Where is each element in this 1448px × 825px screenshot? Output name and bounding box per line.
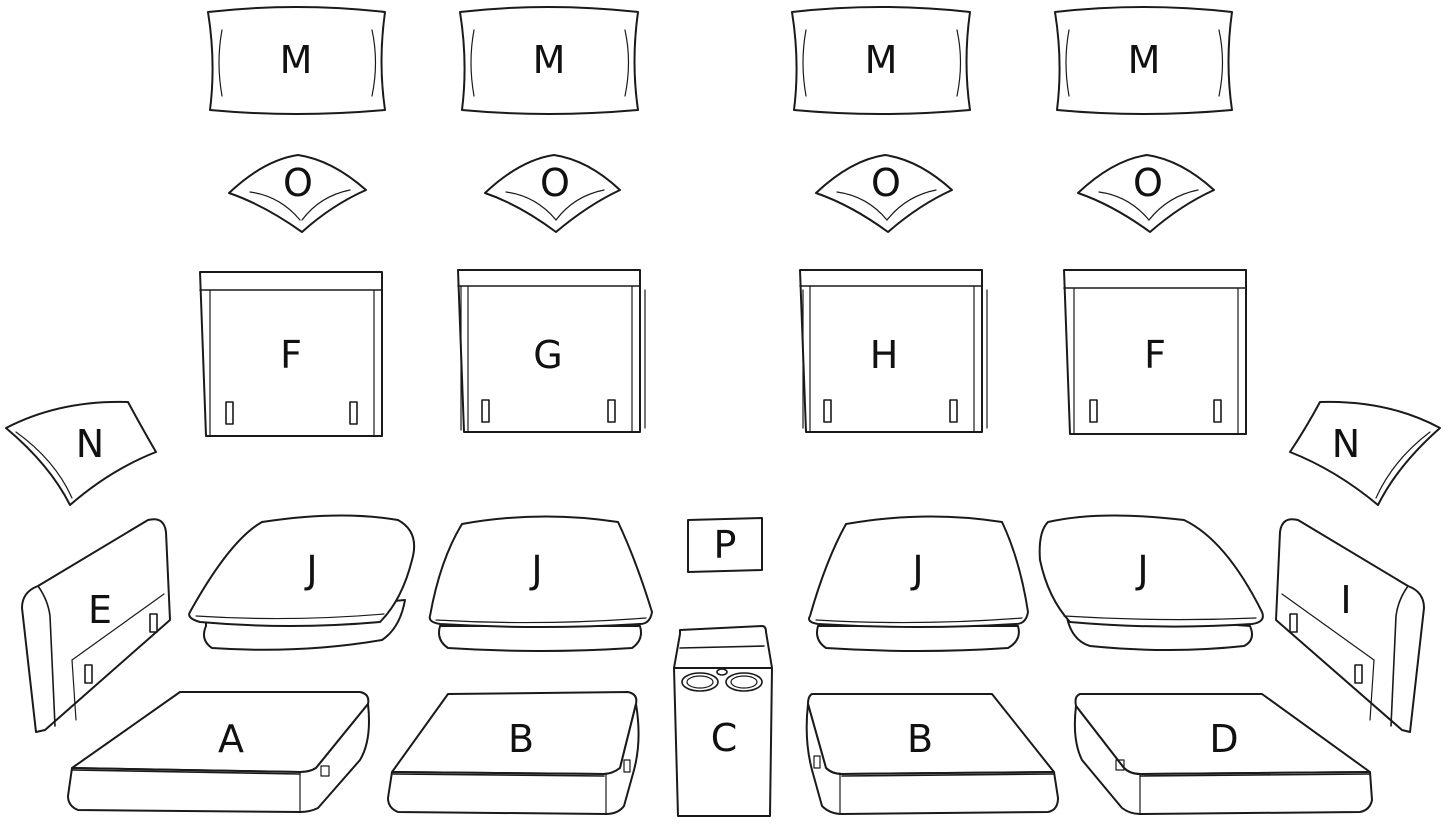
seat-cushion-j-2: J [430,516,652,651]
pillow-m-3: M [792,7,970,114]
base-b-2: B [807,694,1058,814]
label-e: E [88,588,112,632]
label-n-left: N [76,422,104,466]
label-j-3: J [910,548,923,592]
pillow-n-right: N [1290,402,1440,505]
label-b-2: B [907,717,933,761]
label-b-1: B [508,717,534,761]
console-c: C [674,626,772,816]
seat-cushion-j-4: J [1040,515,1263,650]
label-m-1: M [280,38,313,82]
base-b-1: B [388,692,639,814]
pillow-m-1: M [208,7,385,114]
base-d: D [1075,694,1372,814]
label-h: H [870,333,899,377]
pillow-m-4: M [1055,7,1232,114]
label-p: P [714,523,737,567]
label-j-4: J [1135,548,1148,592]
label-m-3: M [865,38,898,82]
label-o-4: O [1133,161,1163,205]
label-g: G [533,333,562,377]
back-panel-g: G [458,270,645,432]
arm-panel-e: E [22,519,170,732]
base-a: A [68,692,369,812]
pillow-o-2: O [485,155,620,232]
arm-panel-i: I [1276,519,1424,732]
label-m-4: M [1128,38,1161,82]
label-o-2: O [540,161,570,205]
pillow-o-4: O [1078,155,1214,232]
back-panel-f-1: F [200,272,382,436]
label-f-1: F [280,333,302,377]
back-panel-f-2: F [1064,270,1246,434]
seat-cushion-j-3: J [809,516,1028,651]
back-panel-h: H [800,270,987,432]
label-j-1: J [304,548,317,592]
pillow-o-3: O [816,155,952,232]
part-p: P [688,518,762,572]
seat-cushion-j-1: J [189,515,414,649]
label-o-1: O [283,161,313,205]
label-m-2: M [533,38,566,82]
label-o-3: O [871,161,901,205]
label-a: A [218,717,244,761]
label-n-right: N [1332,422,1360,466]
pillow-m-2: M [460,7,638,114]
pillow-o-1: O [229,155,366,232]
label-f-2: F [1144,333,1166,377]
pillow-n-left: N [6,402,156,505]
label-d: D [1209,717,1238,761]
label-j-2: J [529,548,542,592]
label-c: C [711,716,738,760]
label-i: I [1340,578,1351,622]
